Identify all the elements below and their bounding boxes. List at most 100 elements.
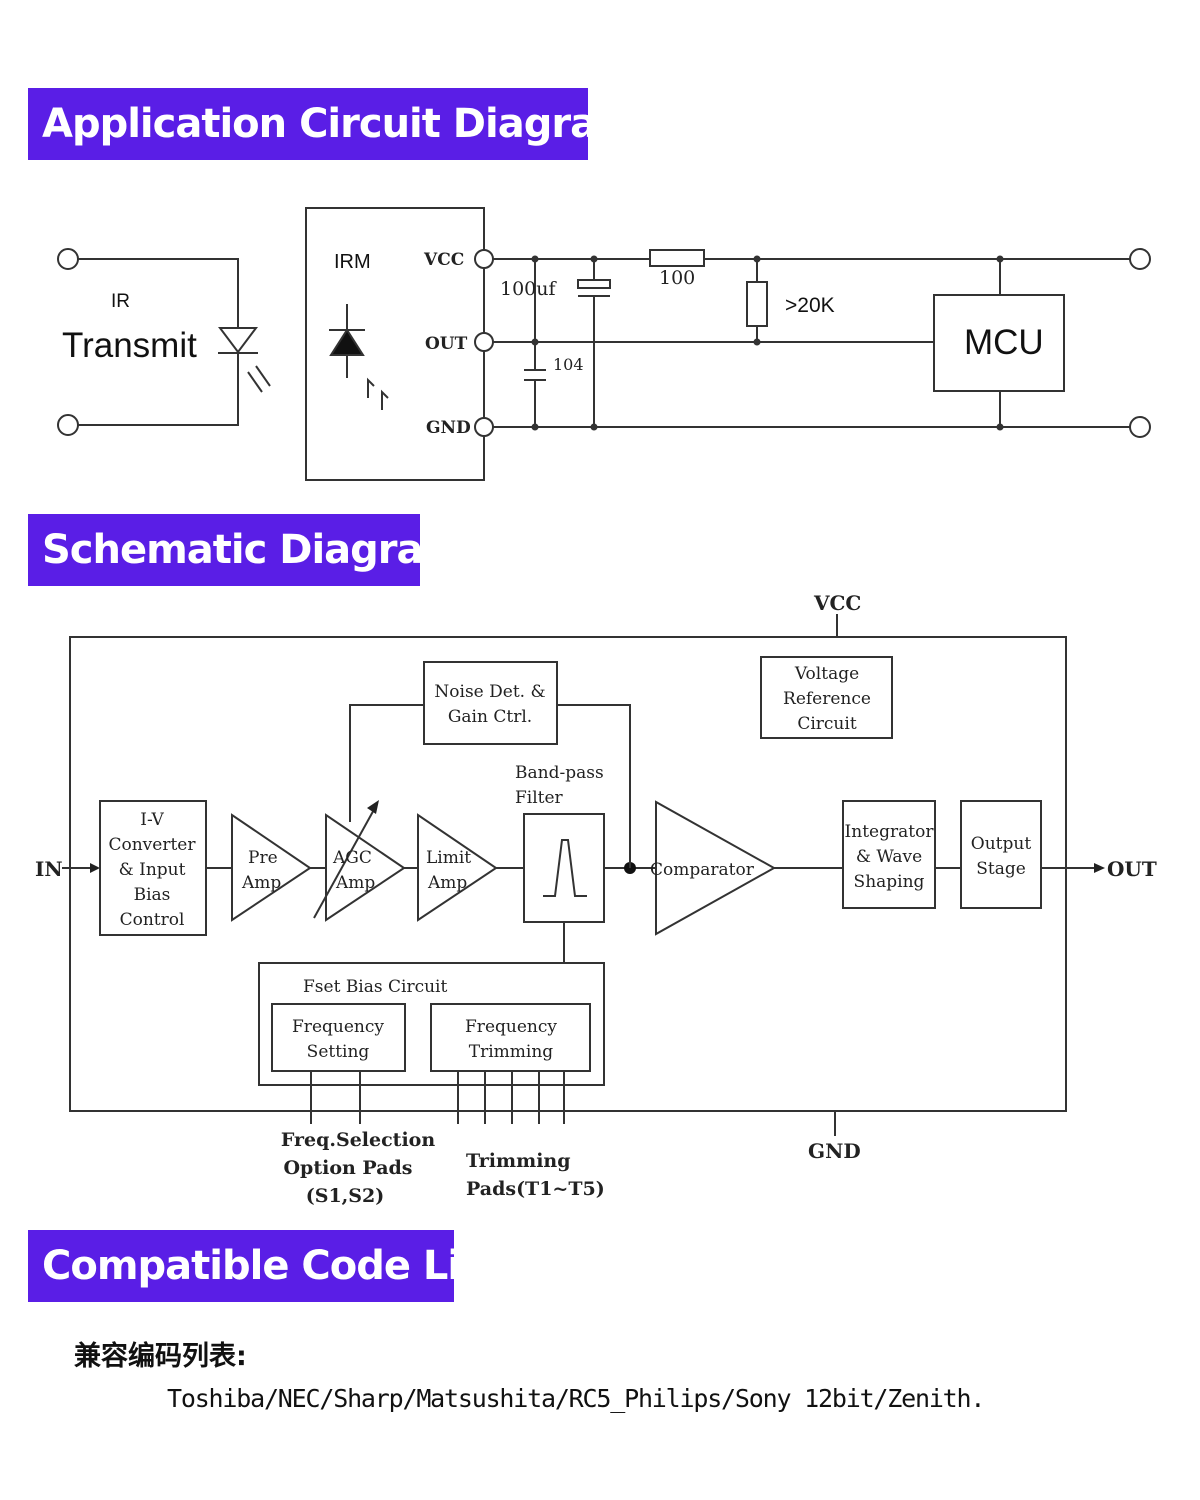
res-20k-label: >20K xyxy=(785,294,835,317)
voltage-ref-line-3: Circuit xyxy=(797,714,856,734)
bandpass-label: Band-pass Filter xyxy=(515,763,604,808)
out-arrow xyxy=(1041,863,1105,873)
mcu-label: MCU xyxy=(964,323,1044,362)
iv-line-1: I-V xyxy=(140,810,164,830)
irm-out-pin xyxy=(474,332,494,352)
resistor-20k xyxy=(746,259,768,342)
vcc-rail xyxy=(493,249,1130,267)
freq-trimming-block xyxy=(430,1003,591,1072)
trimming-pads-label: Trimming Pads(T1~T5) xyxy=(466,1150,605,1200)
out-pin-label: OUT xyxy=(425,334,468,354)
irm-gnd-pin xyxy=(474,417,494,437)
iv-line-4: Bias xyxy=(134,885,171,905)
iv-line-5: Control xyxy=(120,910,185,930)
resistor-100 xyxy=(649,249,705,267)
freq-trimming-line-2: Trimming xyxy=(469,1042,554,1062)
fset-bias-block xyxy=(258,962,605,1086)
noise-det-line-1: Noise Det. & xyxy=(434,682,545,702)
output-stage-line-1: Output xyxy=(971,834,1032,854)
freq-trimming-line-1: Frequency xyxy=(465,1017,557,1037)
integrator-block xyxy=(842,800,936,909)
freq-selection-line-3: (S1,S2) xyxy=(306,1185,384,1207)
integrator-label: Integrator & Wave Shaping xyxy=(845,822,935,892)
code-list-title: 兼容编码列表: xyxy=(74,1341,247,1372)
cap-104-label: 104 xyxy=(553,355,584,374)
gnd-pin-label: GND xyxy=(426,418,471,438)
freq-setting-line-1: Frequency xyxy=(292,1017,384,1037)
photodiode-icon xyxy=(329,304,389,410)
gnd-terminal xyxy=(1129,416,1151,438)
res-100-label: 100 xyxy=(659,267,695,289)
transmit-bottom-terminal xyxy=(57,414,79,436)
freq-selection-line-2: Option Pads xyxy=(283,1157,412,1179)
irm-vcc-pin xyxy=(474,249,494,269)
iv-line-2: Converter xyxy=(108,835,196,855)
pre-amp-triangle xyxy=(231,813,312,922)
bandpass-line-1: Band-pass xyxy=(515,763,604,783)
gnd-label: GND xyxy=(808,1139,861,1163)
freq-setting-line-2: Setting xyxy=(307,1042,370,1062)
out-label: OUT xyxy=(1107,857,1157,881)
vcc-terminal xyxy=(1129,248,1151,270)
output-stage-block xyxy=(960,800,1042,909)
freq-selection-label: Freq.Selection Option Pads (S1,S2) xyxy=(281,1129,436,1207)
integrator-line-2: & Wave xyxy=(856,847,922,867)
integrator-line-1: Integrator xyxy=(845,822,935,842)
pre-amp-line-1: Pre xyxy=(248,848,278,868)
comparator-triangle xyxy=(655,800,777,936)
fset-bias-label: Fset Bias Circuit xyxy=(303,977,447,997)
limit-amp-line-2: Amp xyxy=(427,873,467,893)
output-stage-label: Output Stage xyxy=(971,834,1032,879)
transmit-label: Transmit xyxy=(62,326,197,365)
in-arrow xyxy=(62,863,100,873)
voltage-ref-line-2: Reference xyxy=(783,689,871,709)
agc-amp-triangle xyxy=(325,813,406,922)
limit-amp-line-1: Limit xyxy=(426,848,471,868)
transmit-top-terminal xyxy=(57,248,79,270)
in-label: IN xyxy=(35,857,63,881)
agc-amp-line-2: Amp xyxy=(335,873,375,893)
limit-amp-triangle xyxy=(417,813,498,922)
noise-det-line-2: Gain Ctrl. xyxy=(448,707,532,727)
agc-amp-label: AGC Amp xyxy=(332,848,375,893)
freq-trimming-label: Frequency Trimming xyxy=(465,1017,557,1062)
ic-outline xyxy=(69,636,1067,1112)
agc-amp-line-1: AGC xyxy=(332,848,372,868)
trimming-pad-lines xyxy=(457,1071,565,1124)
noise-det-block xyxy=(423,661,558,745)
trimming-pads-line-1: Trimming xyxy=(466,1150,571,1172)
ir-led-icon xyxy=(218,327,258,354)
freq-setting-block xyxy=(271,1003,406,1072)
code-list-codes: Toshiba/NEC/Sharp/Matsushita/RC5_Philips… xyxy=(167,1384,985,1413)
integrator-line-3: Shaping xyxy=(854,872,925,892)
bandpass-filter-block xyxy=(523,813,605,923)
vcc-pin-label: VCC xyxy=(423,250,464,270)
vcc-label: VCC xyxy=(813,591,861,615)
irm-label: IRM xyxy=(334,251,371,273)
bandpass-shape xyxy=(543,839,587,897)
voltage-ref-block xyxy=(760,656,893,739)
noise-det-label: Noise Det. & Gain Ctrl. xyxy=(434,682,545,727)
voltage-ref-label: Voltage Reference Circuit xyxy=(783,664,871,734)
voltage-ref-line-1: Voltage xyxy=(794,664,859,684)
capacitor-104 xyxy=(524,259,546,427)
pre-amp-label: Pre Amp xyxy=(241,848,281,893)
option-pad-lines xyxy=(310,1071,361,1124)
ir-transmit-circuit xyxy=(57,248,271,436)
iv-line-3: & Input xyxy=(119,860,186,880)
schematic-diagram-heading: Schematic Diagram xyxy=(28,514,464,586)
compatible-code-list-heading: Compatible Code List xyxy=(28,1230,502,1302)
iv-converter-label: I-V Converter & Input Bias Control xyxy=(108,810,196,930)
trimming-pads-line-2: Pads(T1~T5) xyxy=(466,1178,605,1200)
comparator-label: Comparator xyxy=(650,860,755,880)
pre-amp-line-2: Amp xyxy=(241,873,281,893)
output-stage-line-2: Stage xyxy=(976,859,1026,879)
application-circuit-heading: Application Circuit Diagram xyxy=(28,88,638,160)
bandpass-line-2: Filter xyxy=(515,788,564,808)
ir-label: IR xyxy=(111,291,130,312)
agc-variable-arrow xyxy=(313,805,377,919)
freq-setting-label: Frequency Setting xyxy=(292,1017,384,1062)
limit-amp-label: Limit Amp xyxy=(426,848,471,893)
freq-selection-line-1: Freq.Selection xyxy=(281,1129,436,1151)
